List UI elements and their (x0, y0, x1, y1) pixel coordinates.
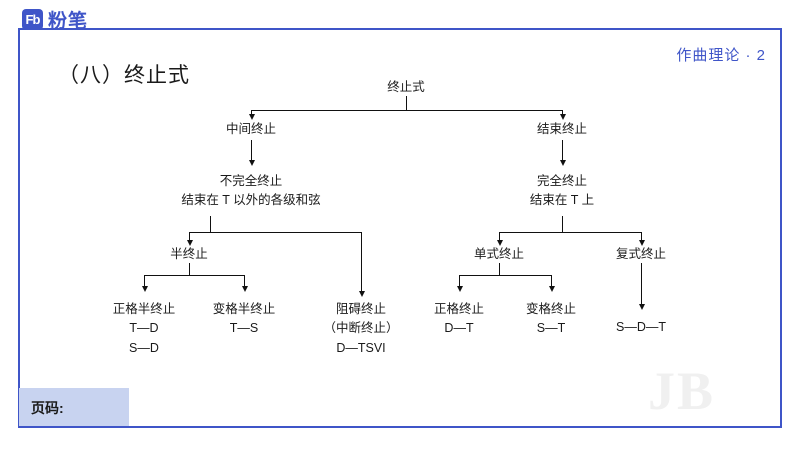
frame-right-border (780, 28, 782, 426)
connector-auth-half-drop (144, 275, 145, 287)
arrow-to-complete (559, 160, 566, 166)
logo-mark-icon: Fb (22, 9, 43, 30)
connector-complete-stem (562, 216, 563, 232)
connector-middle-stem (251, 140, 252, 162)
node-compound: 复式终止 (615, 247, 667, 261)
footer-label: 页码: (31, 400, 64, 416)
arrow-to-incomplete (248, 160, 255, 166)
watermark: JB (648, 361, 716, 421)
connector-root-right-drop (562, 110, 563, 117)
connector-half-bar (144, 275, 244, 276)
connector-incomplete-bar (189, 232, 361, 233)
logo-text: 粉笔 (48, 11, 89, 32)
connector-to-deceptive-drop (361, 232, 362, 292)
node-plagal: 变格终止 S—T (525, 302, 577, 336)
node-half: 半终止 (170, 247, 208, 261)
node-simple: 单式终止 (473, 247, 525, 261)
node-complete: 完全终止 结束在 T 上 (529, 174, 595, 208)
arrow-to-middle (248, 114, 255, 120)
arrow-to-compound (638, 240, 645, 246)
connector-simple-stem (499, 263, 500, 275)
node-deceptive: 阻碍终止 （中断终止） D—TSVI (323, 302, 399, 355)
connector-final-stem (562, 140, 563, 162)
connector-compound-stem (641, 263, 642, 305)
node-authentic-half: 正格半终止 T—D S—D (112, 302, 176, 355)
node-final: 结束终止 (536, 122, 588, 136)
connector-root-bar (251, 110, 562, 111)
arrow-to-final (559, 114, 566, 120)
arrow-to-compound-example (638, 304, 645, 310)
arrow-to-authentic (456, 286, 463, 292)
arrow-to-plagal (548, 286, 555, 292)
connector-incomplete-stem (210, 216, 211, 232)
connector-to-half-drop (189, 232, 190, 241)
brand-logo: Fb 粉笔 (22, 6, 88, 33)
node-authentic: 正格终止 D—T (433, 302, 485, 336)
frame-top-border (18, 28, 782, 30)
footer-box (19, 388, 129, 426)
page-title: （八）终止式 (58, 64, 190, 87)
arrow-to-auth-half (141, 286, 148, 292)
connector-complete-bar (499, 232, 641, 233)
connector-to-compound-drop (641, 232, 642, 241)
arrow-to-half (186, 240, 193, 246)
node-middle: 中间终止 (225, 122, 277, 136)
course-label: 作曲理论 · 2 (676, 47, 766, 64)
connector-to-simple-drop (499, 232, 500, 241)
arrow-to-simple (496, 240, 503, 246)
connector-plagal-drop (551, 275, 552, 287)
arrow-to-deceptive (358, 291, 365, 297)
connector-simple-bar (459, 275, 551, 276)
connector-plagal-half-drop (244, 275, 245, 287)
node-root: 终止式 (387, 80, 425, 94)
frame-left-border (18, 28, 20, 426)
arrow-to-plagal-half (241, 286, 248, 292)
connector-root-stem (406, 96, 407, 110)
connector-authentic-drop (459, 275, 460, 287)
frame-bottom-border (18, 426, 782, 428)
node-plagal-half: 变格半终止 T—S (212, 302, 276, 336)
node-compound-example: S—D—T (616, 320, 666, 334)
connector-root-left-drop (251, 110, 252, 117)
node-incomplete: 不完全终止 结束在 T 以外的各级和弦 (181, 174, 321, 208)
connector-half-stem (189, 263, 190, 275)
